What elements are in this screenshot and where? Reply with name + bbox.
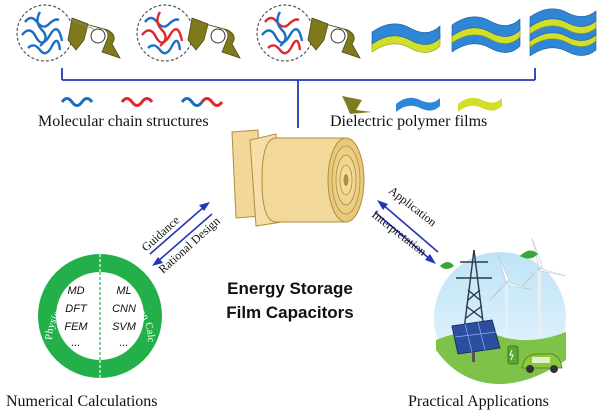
- physics-methods: MD DFT FEM ...: [64, 285, 88, 349]
- film-multilayer: [529, 8, 597, 57]
- chain-legend: [60, 97, 224, 107]
- method-md: MD: [67, 285, 84, 297]
- blue-chain: [27, 39, 62, 55]
- red-chain: [267, 39, 302, 55]
- method-dft: DFT: [65, 303, 88, 315]
- blue-chain: [144, 16, 180, 28]
- practical-label: Practical Applications: [408, 393, 549, 410]
- film-bilayer: [371, 23, 441, 53]
- blue-chain: [36, 11, 47, 47]
- molecular-label: Molecular chain structures: [38, 113, 209, 130]
- blue-chain: [24, 16, 60, 28]
- arrow-application: [374, 200, 439, 264]
- method-fem: FEM: [64, 321, 88, 333]
- film-trilayer: [451, 16, 521, 53]
- solar-panel: [451, 319, 501, 362]
- electric-car: [521, 353, 563, 373]
- chain-group-1: [16, 4, 74, 62]
- method-cnn: CNN: [112, 303, 136, 315]
- ring-inner: [56, 272, 144, 360]
- chain-group-2: [136, 4, 194, 62]
- film-olive-2: [187, 17, 241, 59]
- bracket: [61, 68, 536, 128]
- numerical-label: Numerical Calculations: [6, 393, 158, 410]
- film-olive-3: [307, 17, 361, 59]
- method-more-physics: ...: [71, 337, 80, 349]
- applications-illustration: [434, 237, 567, 384]
- dielectric-label: Dielectric polymer films: [330, 113, 487, 130]
- center-title-line2: Film Capacitors: [226, 303, 354, 322]
- ev-charger: [507, 345, 519, 365]
- blue-chain: [147, 39, 182, 55]
- power-tower: [456, 249, 492, 331]
- method-svm: SVM: [112, 321, 137, 333]
- method-more-data: ...: [119, 337, 128, 349]
- leaf-icon: [520, 250, 538, 259]
- film-olive-1: [67, 17, 121, 59]
- wind-turbine-1: [489, 253, 533, 338]
- red-chain: [264, 16, 300, 28]
- arrow-guidance: [149, 202, 213, 266]
- data-methods: ML CNN SVM ...: [112, 285, 137, 349]
- method-ml: ML: [116, 285, 131, 297]
- capacitor-roll: [231, 129, 365, 227]
- leaf-icon: [440, 262, 454, 269]
- film-legend: [342, 96, 502, 114]
- blue-chain: [276, 11, 287, 47]
- center-title-line1: Energy Storage: [227, 279, 353, 298]
- wind-turbine-2: [521, 237, 567, 338]
- red-chain: [156, 11, 167, 47]
- chain-group-3: [256, 4, 314, 62]
